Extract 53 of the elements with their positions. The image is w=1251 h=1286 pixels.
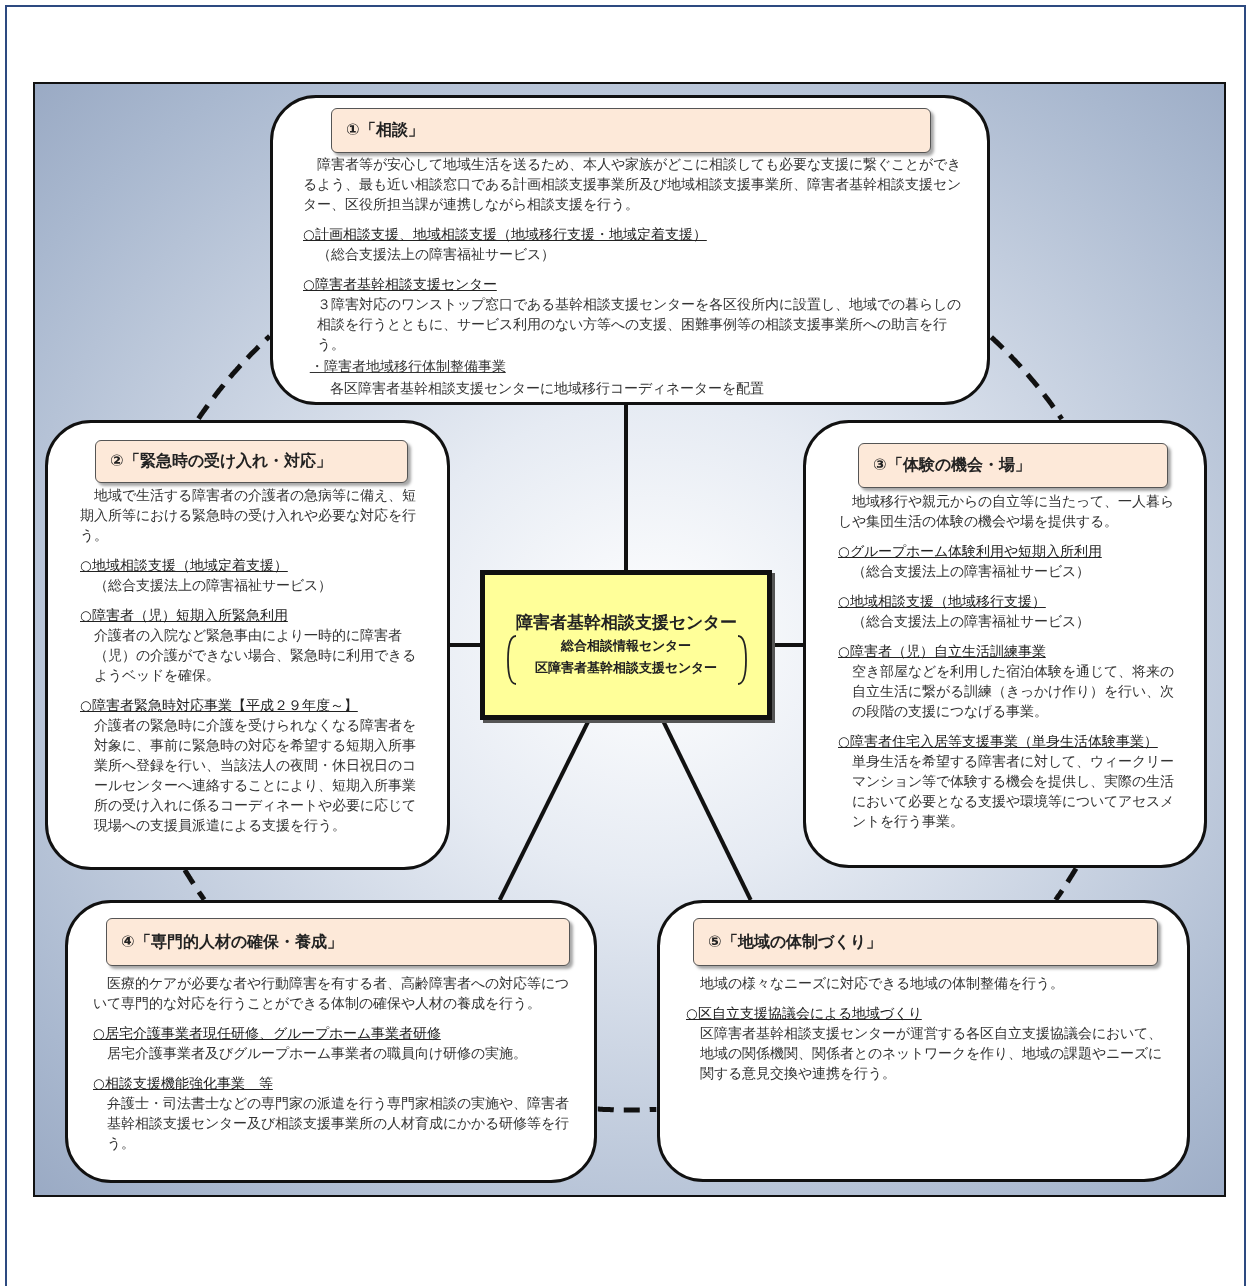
section-box <box>803 420 1207 868</box>
center-subtitle: 区障害者基幹相談支援センター <box>534 659 718 677</box>
item-heading: ○障害者（児）自立生活訓練事業 <box>838 642 1047 661</box>
item-heading: ○障害者（児）短期入所緊急利用 <box>80 606 289 625</box>
dashed-connector <box>596 1106 658 1113</box>
dashed-connector <box>989 335 1064 421</box>
item-note: （総合支援法上の障害福祉サービス） <box>315 245 556 264</box>
section-heading: ①「相談」 <box>331 108 931 153</box>
item-text: 介護者の緊急時に介護を受けられなくなる障害者を対象に、事前に緊急時の対応を希望する短期入所事業所へ登録を行い、当該法人の夜間・休日祝日のコールセンターへ連絡することにより、短期入所事業所の受け入れに係るコーディネートや必要に応じて現場への支援員派遣による支援を行う。 <box>92 716 417 835</box>
description-text: 医療的ケアが必要な者や行動障害を有する者、高齢障害者への対応等について専門的な対応を行うことができる体制の確保や人材の養成を行う。 <box>93 974 570 1013</box>
item-text: 区障害者基幹相談支援センターが運営する各区自立支援協議会において、地域の関係機関、関係者とのネットワークを作り、地域の課題やニーズに関する意見交換や連携を行う。 <box>698 1024 1163 1083</box>
item-text: 空き部屋などを利用した宿泊体験を通じて、将来の自立生活に繋がる訓練（きっかけ作り）を行い、次の段階の支援につなげる事業。 <box>850 662 1175 721</box>
bullet-heading: ・障害者地域移行体制整備事業 <box>308 357 507 376</box>
section-heading: ④「専門的人材の確保・養成」 <box>106 918 570 966</box>
item-text: 介護者の入院など緊急事由により一時的に障害者（児）の介護ができない場合、緊急時に利用できるようベッドを確保。 <box>92 626 417 685</box>
item-text: 弁護士・司法書士などの専門家の派遣を行う専門家相談の実施や、障害者基幹相談支援センター及び相談支援事業所の人材育成にかかる研修等を行う。 <box>105 1094 570 1153</box>
item-heading: ○居宅介護事業者現任研修、グループホーム事業者研修 <box>93 1024 442 1043</box>
section-box <box>65 900 597 1183</box>
section-heading: ⑤「地域の体制づくり」 <box>693 918 1158 966</box>
description-text: 障害者等が安心して地域生活を送るため、本人や家族がどこに相談しても必要な支援に繋ぐことができるよう、最も近い相談窓口である計画相談支援事業所及び地域相談支援事業所、障害者基幹相談支援センター、区役所担当課が連携しながら相談支援を行う。 <box>303 155 962 214</box>
item-heading: ○障害者住宅入居等支援事業（単身生活体験事業） <box>838 732 1159 751</box>
item-heading: ○地域相談支援（地域定着支援） <box>80 556 289 575</box>
connector-line <box>450 643 480 647</box>
item-heading: ○区自立支援協議会による地域づくり <box>686 1004 923 1023</box>
section-heading: ②「緊急時の受け入れ・対応」 <box>95 440 408 483</box>
center-box <box>480 570 772 720</box>
section-box <box>270 95 990 405</box>
item-heading: ○障害者緊急時対応事業【平成２９年度～】 <box>80 696 359 715</box>
item-text: 居宅介護事業者及びグループホーム事業者の職員向け研修の実施。 <box>105 1044 528 1063</box>
dashed-connector <box>1053 867 1079 902</box>
description-text: 地域で生活する障害者の介護者の急病等に備え、短期入所等における緊急時の受け入れや必要な対応を行う。 <box>80 486 417 545</box>
item-heading: ○グループホーム体験利用や短期入所利用 <box>838 542 1103 561</box>
section-box <box>657 900 1190 1182</box>
connector-line <box>624 405 628 570</box>
center-title: 障害者基幹相談支援センター <box>514 611 738 634</box>
description-text: 地域移行や親元からの自立等に当たって、一人暮らしや集団生活の体験の機会や場を提供する。 <box>838 492 1175 531</box>
item-text: 各区障害者基幹相談支援センターに地域移行コーディネーターを配置 <box>329 379 765 398</box>
item-heading: ○障害者基幹相談支援センター <box>303 275 498 294</box>
connector-line <box>772 643 803 647</box>
item-heading: ○地域相談支援（地域移行支援） <box>838 592 1047 611</box>
item-text: ３障害対応のワンストップ窓口である基幹相談支援センターを各区役所内に設置し、地域での暮らしの相談を行うとともに、サービス利用のない方等への支援、困難事例等の相談支援事業所への助言を行う。 <box>315 295 962 354</box>
item-heading: ○相談支援機能強化事業 等 <box>93 1074 274 1093</box>
section-box <box>45 420 450 870</box>
dashed-connector <box>182 868 207 902</box>
item-note: （総合支援法上の障害福祉サービス） <box>850 562 1091 581</box>
section-heading: ③「体験の機会・場」 <box>858 443 1168 488</box>
item-text: 単身生活を希望する障害者に対して、ウィークリーマンション等で体験する機会を提供し、実際の生活において必要となる支援や環境等についてアセスメントを行う事業。 <box>850 752 1175 831</box>
item-note: （総合支援法上の障害福祉サービス） <box>850 612 1091 631</box>
item-note: （総合支援法上の障害福祉サービス） <box>92 576 333 595</box>
dashed-connector <box>196 334 272 420</box>
center-subtitle: 総合相談情報センター <box>560 637 692 655</box>
description-text: 地域の様々なニーズに対応できる地域の体制整備を行う。 <box>698 974 1065 993</box>
item-heading: ○計画相談支援、地域相談支援（地域移行支援・地域定着支援） <box>303 225 708 244</box>
